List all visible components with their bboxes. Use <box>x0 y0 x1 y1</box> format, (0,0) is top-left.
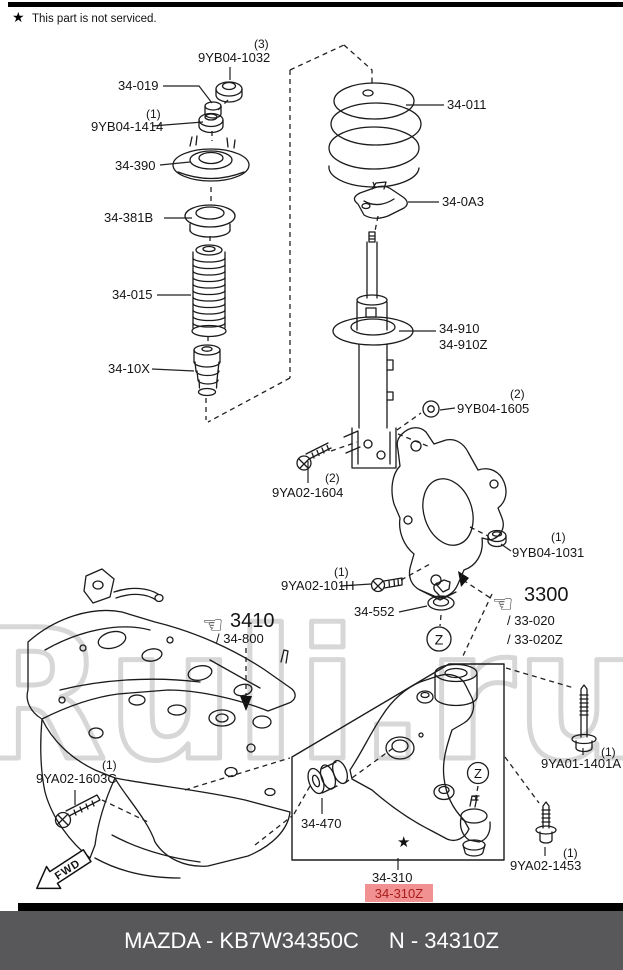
nut-1414-drawing <box>198 112 224 134</box>
label-leader-lines <box>74 67 584 870</box>
label-ref-33020z: / 33-020Z <box>507 632 563 647</box>
label-ref-33020: / 33-020 <box>507 613 555 628</box>
qty-nut-1605: (2) <box>510 387 525 401</box>
label-nut-1414: 9YB04-1414 <box>91 119 164 134</box>
bolt-1453-drawing <box>535 801 557 844</box>
bolt-1604-drawing <box>296 442 332 471</box>
label-ref-3410: 3410 <box>230 610 275 632</box>
manicule-icon-3300: ☜ <box>492 591 514 618</box>
bolt-1401a-drawing <box>571 684 597 753</box>
control-arm-drawing <box>307 663 491 857</box>
label-strut-z: 34-910Z <box>439 337 488 352</box>
strut-mount-drawing <box>172 135 250 182</box>
label-nut-1031: 9YB04-1031 <box>512 545 585 560</box>
manicule-icon-3410: ☜ <box>202 612 224 639</box>
nut-1605-drawing <box>422 400 440 418</box>
label-nut-1032: 9YB04-1032 <box>198 50 271 65</box>
bump-stop-drawing <box>193 344 221 397</box>
label-bump-stop: 34-10X <box>108 361 150 376</box>
nut-1032-drawing <box>215 81 243 103</box>
dashed-connector-lines <box>101 44 575 846</box>
qty-nut-1031: (1) <box>551 530 566 544</box>
knuckle-drawing <box>391 427 507 601</box>
label-spring-seat: 34-0A3 <box>442 194 484 209</box>
label-bolt-1453: 9YA02-1453 <box>510 858 582 873</box>
z-marker-knuckle-label: Z <box>435 632 444 648</box>
label-bolt-1401a: 9YA01-1401A <box>541 756 621 771</box>
dust-boot-drawing <box>191 244 227 338</box>
z-marker-arm: Z <box>466 761 490 785</box>
top-border-bar <box>8 2 623 7</box>
label-strut: 34-910 <box>439 321 480 336</box>
label-strut-mount: 34-390 <box>115 158 156 173</box>
label-bearing-seat: 34-381B <box>104 210 154 225</box>
label-coil-spring: 34-011 <box>447 97 487 112</box>
z-marker-knuckle: Z <box>426 626 452 652</box>
label-ref-3300: 3300 <box>524 584 569 606</box>
bearing-seat-drawing <box>184 204 236 238</box>
label-dust-boot: 34-015 <box>112 287 153 302</box>
clamp-552-drawing <box>427 579 455 611</box>
qty-bolt-101h: (1) <box>334 565 349 579</box>
label-ref-34800: / 34-800 <box>216 631 264 646</box>
qty-bolt-1604: (2) <box>325 471 340 485</box>
label-bolt-1603c: 9YA02-1603C <box>36 771 117 786</box>
strut-drawing <box>332 231 414 469</box>
qty-bolt-1401a: (1) <box>601 745 616 759</box>
subframe-drawing <box>26 568 296 879</box>
label-bolt-1604: 9YA02-1604 <box>272 485 344 500</box>
label-control-arm-highlighted: 34-310Z <box>365 884 433 902</box>
qty-nut-1032: (3) <box>254 37 269 51</box>
footer-brand-part: MAZDA - KB7W34350C <box>124 927 359 953</box>
footer-bar: MAZDA - KB7W34350C N - 34310Z <box>0 911 623 970</box>
part-drawings: FWD <box>26 81 597 890</box>
qty-nut-1414: (1) <box>146 107 161 121</box>
spring-seat-drawing <box>353 181 408 219</box>
not-serviced-note: This part is not serviced. <box>32 13 157 25</box>
bottom-border-line <box>18 903 623 911</box>
footer-number: N - 34310Z <box>388 927 499 953</box>
label-nut-1605: 9YB04-1605 <box>457 401 530 416</box>
not-serviced-star-icon: ★ <box>397 834 410 851</box>
qty-bolt-1453: (1) <box>563 846 578 860</box>
detail-box-outline <box>291 663 505 861</box>
bolt-1603c-drawing <box>54 794 101 829</box>
label-bolt-101h: 9YA02-101H <box>281 578 355 593</box>
label-washer-34019: 34-019 <box>118 78 159 93</box>
bolt-101h-drawing <box>370 577 403 593</box>
z-marker-arm-label: Z <box>474 766 482 781</box>
qty-bolt-1603c: (1) <box>102 758 117 772</box>
label-bushing-470: 34-470 <box>301 816 342 831</box>
coil-spring-drawing <box>328 82 422 188</box>
nut-1031-drawing <box>487 529 507 548</box>
label-control-arm: 34-310 <box>372 870 413 885</box>
note-star-icon: ★ <box>12 9 25 25</box>
label-clamp-552: 34-552 <box>354 604 395 619</box>
